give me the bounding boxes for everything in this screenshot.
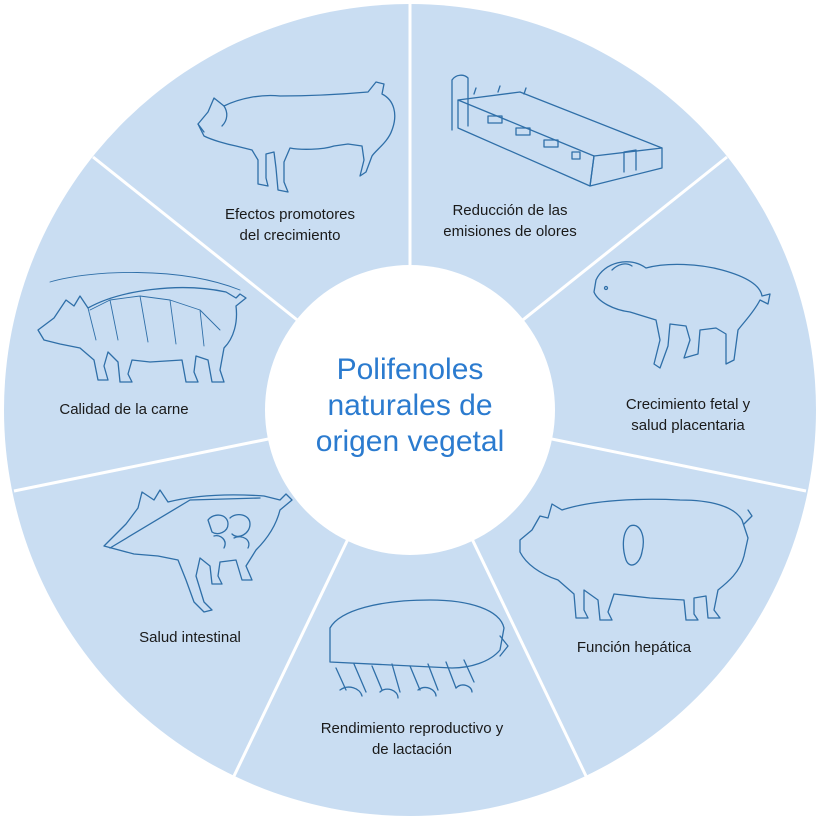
segment-label-liver-line-1: Función hepática bbox=[576, 639, 692, 656]
segment-label-meat-line-1: Calidad de la carne bbox=[59, 401, 189, 418]
segment-label-growth-line-2: del crecimiento bbox=[239, 227, 341, 244]
center-title-line-2: naturales de bbox=[327, 389, 493, 422]
segment-label-repro-line-2: de lactación bbox=[371, 741, 453, 758]
segment-label-fetal: Crecimiento fetal y salud placentaria bbox=[626, 394, 750, 436]
barn-icon bbox=[451, 74, 663, 187]
pig-muscle-icon bbox=[37, 272, 247, 383]
segment-label-growth: Efectos promotores del crecimiento bbox=[225, 204, 355, 246]
center-title-line-1: Polifenoles bbox=[336, 353, 484, 386]
pig-liver-icon bbox=[519, 498, 753, 621]
segment-label-gut-line-1: Salud intestinal bbox=[139, 629, 241, 646]
segment-label-repro: Rendimiento reproductivo y de lactación bbox=[321, 718, 504, 760]
sow-nursing-icon bbox=[329, 599, 509, 699]
segment-label-odor-line-1: Reducción de las bbox=[452, 202, 568, 219]
center-circle bbox=[265, 265, 555, 555]
segment-label-repro-line-1: Rendimiento reproductivo y bbox=[320, 720, 504, 737]
segment-label-odor: Reducción de las emisiones de olores bbox=[443, 200, 576, 242]
segment-label-fetal-line-2: salud placentaria bbox=[631, 417, 745, 434]
segment-label-liver: Función hepática bbox=[577, 637, 691, 658]
segment-label-meat: Calidad de la carne bbox=[59, 399, 188, 420]
center-title: Polifenoles naturales de origen vegetal bbox=[316, 352, 504, 460]
segment-label-fetal-line-1: Crecimiento fetal y bbox=[625, 396, 751, 413]
segment-dividers bbox=[13, 4, 807, 777]
segment-label-gut: Salud intestinal bbox=[139, 627, 241, 648]
pig-icon bbox=[197, 81, 396, 193]
pig-intestine-icon bbox=[103, 489, 293, 613]
piglet-fetus-icon bbox=[593, 261, 771, 369]
segment-label-growth-line-1: Efectos promotores bbox=[224, 206, 356, 223]
segment-label-odor-line-2: emisiones de olores bbox=[443, 223, 577, 240]
center-title-line-3: origen vegetal bbox=[315, 425, 505, 458]
